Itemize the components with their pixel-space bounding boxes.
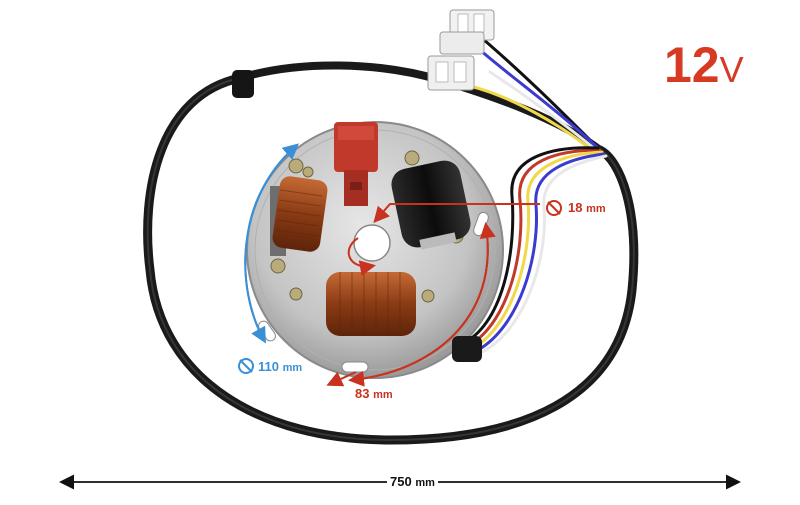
dimension-110mm — [238, 143, 300, 374]
coil-bottom — [326, 272, 416, 336]
label-center-hole: 18 mm — [568, 200, 606, 215]
connector-upper — [439, 9, 495, 55]
plate-harness — [464, 146, 608, 354]
connector-lower — [427, 55, 475, 91]
dimension-18mm — [347, 200, 562, 277]
label-plate-diameter: 110 mm — [258, 359, 303, 374]
coil-left — [270, 176, 328, 256]
voltage-unit: V — [719, 49, 744, 90]
mounting-slot-bottom — [341, 361, 369, 373]
voltage-value: 12 — [664, 37, 720, 93]
label-mounting-spacing: 83 mm — [355, 386, 393, 401]
harness-clip — [452, 336, 482, 362]
voltage-label: 12V — [664, 40, 744, 90]
ignition-coil — [334, 122, 378, 206]
cable-grommet — [232, 70, 254, 98]
center-hole — [353, 224, 391, 262]
label-cable-length: 750 mm — [387, 474, 438, 489]
dimension-83mm — [326, 222, 496, 387]
